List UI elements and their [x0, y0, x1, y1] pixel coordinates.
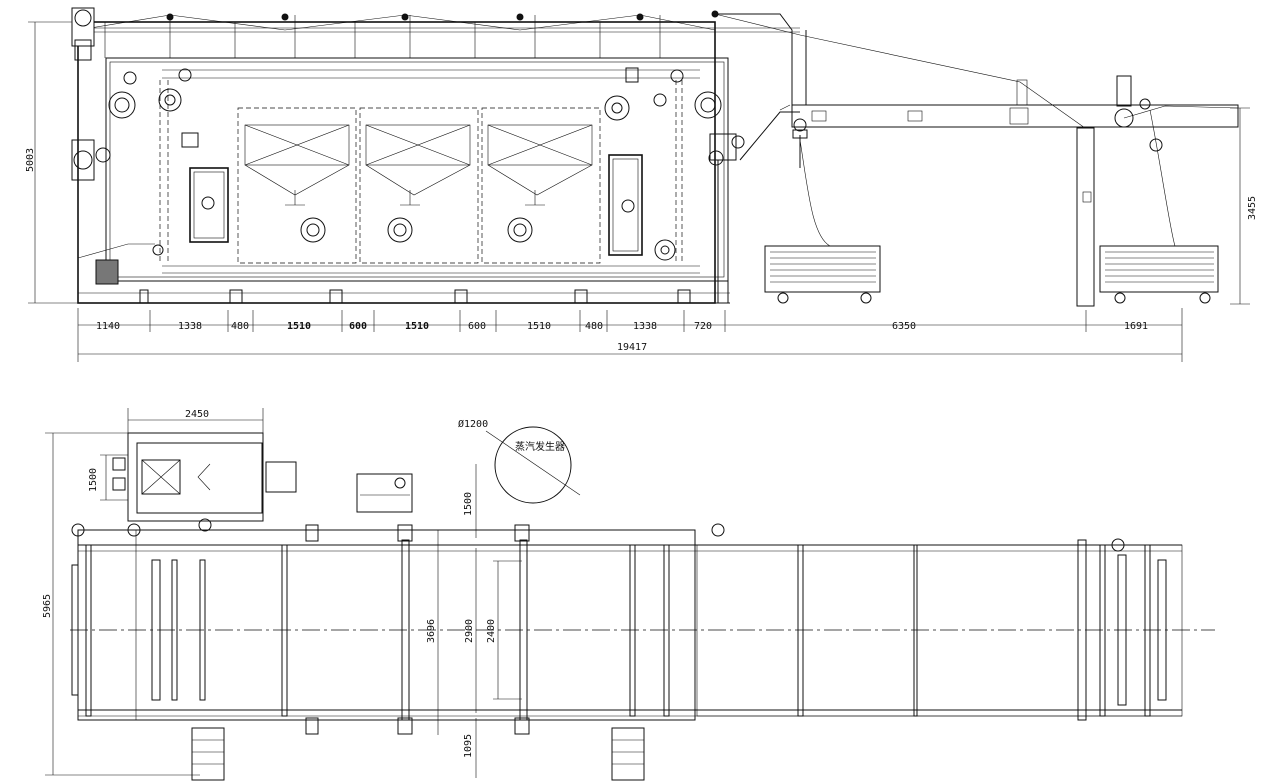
total-length-label: 19417 — [617, 342, 647, 353]
overall-height-label: 5003 — [25, 148, 36, 172]
segment-label-6: 1510 — [405, 321, 429, 332]
chamber-1 — [237, 107, 357, 264]
segment-label-2: 1338 — [178, 321, 202, 332]
belt-width-label: 2900 — [464, 619, 475, 643]
steam-generator — [494, 426, 572, 504]
chamber-3 — [481, 107, 601, 264]
segment-label-5: 600 — [349, 321, 367, 332]
steam-box-depth-label: 1500 — [88, 468, 99, 492]
oven-housing — [77, 21, 716, 304]
upper-roller-row — [162, 69, 700, 79]
exit-height-label: 3455 — [1247, 196, 1258, 220]
segment-label-3: 480 — [231, 321, 249, 332]
segment-label-11: 720 — [694, 321, 712, 332]
clearance-bottom-label: 1095 — [463, 734, 474, 758]
stairs-right — [611, 727, 645, 781]
segment-label-10: 1338 — [633, 321, 657, 332]
segment-label-1: 1140 — [96, 321, 120, 332]
clearance-top-label: 1500 — [463, 492, 474, 516]
segment-label-8: 1510 — [527, 321, 551, 332]
steam-generator-diameter-label: Ø1200 — [458, 418, 488, 430]
steam-generator-label: 蒸汽发生器 — [515, 440, 565, 453]
segment-label-4: 1510 — [287, 321, 311, 332]
segment-label-9: 480 — [585, 321, 603, 332]
steam-box-width-label: 2450 — [185, 409, 209, 420]
segment-label-7: 600 — [468, 321, 486, 332]
chamber-2 — [359, 107, 479, 264]
inner-width-label: 3696 — [426, 619, 437, 643]
elevation-view: 5003 — [25, 7, 1258, 362]
plan-view: 5965 2450 1500 Ø1200 蒸汽发生器 1500 1095 — [42, 408, 1215, 781]
stacking-trolley-right — [1099, 245, 1219, 304]
stacking-trolley-left — [764, 139, 881, 304]
segment-label-12: 6350 — [892, 321, 916, 332]
working-width-label: 2400 — [486, 619, 497, 643]
segment-label-13: 1691 — [1124, 321, 1148, 332]
stairs-left — [191, 727, 225, 781]
steam-box — [127, 432, 264, 522]
plan-conveyor-frame — [77, 529, 696, 721]
plan-width-label: 5965 — [42, 594, 53, 618]
